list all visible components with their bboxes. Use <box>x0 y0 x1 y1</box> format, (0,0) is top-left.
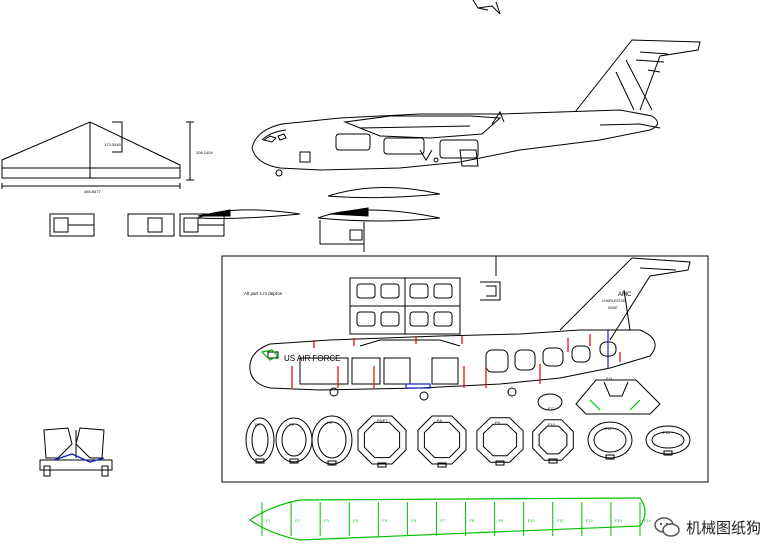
wing-planform <box>1 121 194 189</box>
former-label-3: F5 <box>327 420 332 425</box>
rib-label-14: F14 <box>644 518 652 523</box>
former-label-2: F4 <box>289 422 294 427</box>
former-detail-blue <box>53 453 105 463</box>
wing-span-dimension: 485.8477 <box>84 189 101 194</box>
rib-dividers: F1 F2 F3 F4 F5 F6 F7 F8 F9 F10 F11 F12 F13 F14 <box>261 502 652 536</box>
former-label-7: F10 <box>548 422 556 427</box>
rib-label-13: F13 <box>615 518 623 523</box>
bulkhead-green <box>589 399 641 411</box>
rib-label-6: F6 <box>411 518 416 523</box>
former-5 <box>417 415 467 468</box>
main-frame <box>221 255 709 483</box>
nose-marker <box>260 349 280 361</box>
former-9 <box>645 425 691 456</box>
rib-label-7: F7 <box>440 518 445 523</box>
former-label-5: F8 <box>437 418 442 423</box>
former-4 <box>357 415 407 468</box>
wing-chord-dimension: 173.3048 <box>104 142 121 147</box>
former-label-9: F16 <box>663 430 671 435</box>
rib-label-2: F2 <box>295 518 300 523</box>
rib-label-4: F4 <box>353 518 358 523</box>
side-view-airplane <box>251 39 701 177</box>
bulkhead-label-1: F12 <box>548 407 554 411</box>
frame-blue-lines <box>405 330 609 389</box>
rib-label-3: F3 <box>324 518 329 523</box>
rib-label-11: F11 <box>557 518 564 523</box>
rib-label-10: F10 <box>528 518 536 523</box>
tail-code: AMC <box>618 292 632 298</box>
bulkhead-label-2: F13 <box>606 377 612 381</box>
former-label-4: F6/F7 <box>377 418 388 423</box>
former-8 <box>587 421 633 460</box>
former-7 <box>532 419 574 464</box>
window-panel <box>349 256 501 335</box>
former-1 <box>245 417 275 464</box>
frame-red-formers <box>291 334 621 388</box>
us-air-force-text: US AIR FORCE <box>284 354 340 363</box>
former-detail <box>39 427 113 477</box>
top-fragment <box>472 0 501 15</box>
former-label-1: F3 <box>255 422 260 427</box>
tail-text-1: CHARLESTON <box>602 299 626 303</box>
small-parts <box>49 186 441 252</box>
rib-label-1: F1 <box>266 518 271 523</box>
former-3 <box>311 415 353 466</box>
former-label-6: F9 <box>495 420 500 425</box>
panel-note: Alt part 1 m depron <box>244 291 283 296</box>
rib-label-9: F9 <box>499 518 504 523</box>
frame-fuselage <box>249 257 691 401</box>
wing-height-dimension: 206.1404 <box>196 150 213 155</box>
rib-label-5: F5 <box>382 518 387 523</box>
wechat-icon <box>654 517 680 537</box>
watermark-text: 机械图纸狗 <box>685 518 761 537</box>
watermark: 机械图纸狗 <box>654 516 761 538</box>
bulkhead-parts <box>537 379 661 415</box>
former-label-8: F11 <box>605 426 612 431</box>
green-rib <box>248 497 646 541</box>
rib-label-8: F8 <box>470 518 475 523</box>
former-2 <box>275 417 313 464</box>
rib-label-12: F12 <box>586 518 594 523</box>
tail-text-2: 50087 <box>608 306 618 310</box>
former-6 <box>476 417 524 466</box>
